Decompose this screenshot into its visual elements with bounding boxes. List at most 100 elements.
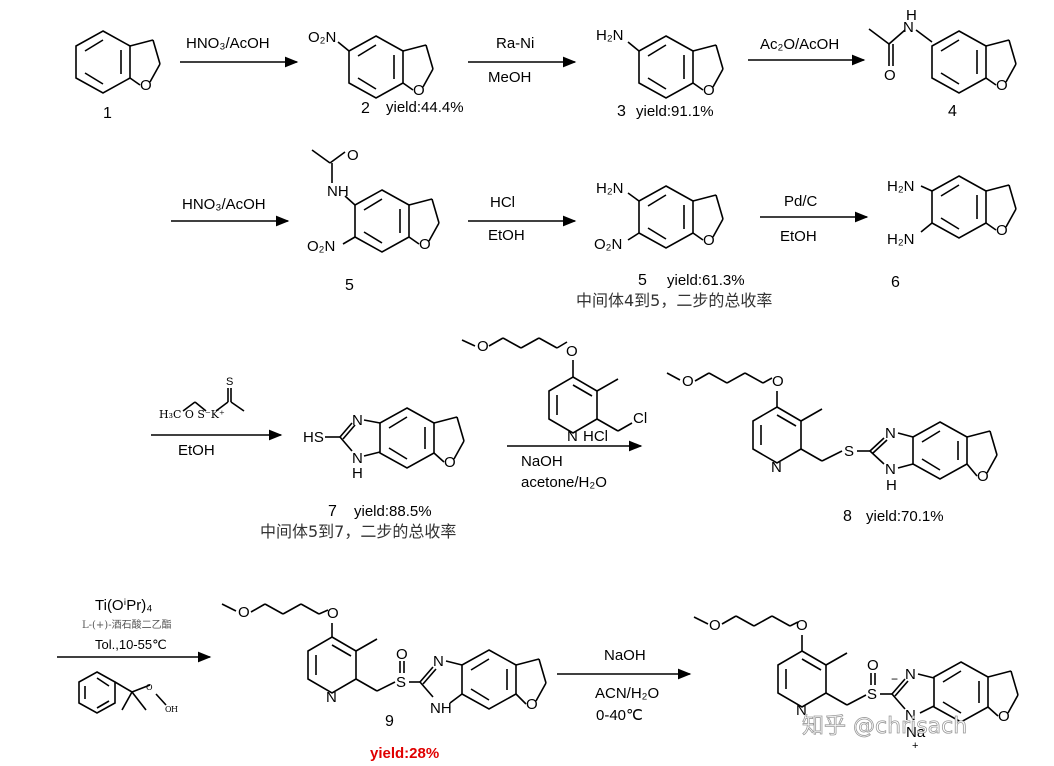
arrow-r4-1-line2: L-(+)-酒石酸二乙酯 <box>82 618 172 631</box>
substituent-nh2: H₂N <box>596 27 624 44</box>
compound-2-structure: O O₂N <box>308 29 434 99</box>
arrow-r2-1-top: HNO₃/AcOH <box>182 196 266 213</box>
atom-s: S <box>226 376 233 388</box>
atom-o: O <box>140 77 152 94</box>
atom-o: O <box>347 147 359 164</box>
atom-o: O <box>772 373 784 390</box>
substituent-no2: O₂N <box>307 238 335 255</box>
arrow-r4-2-bottom1: ACN/H₂O <box>595 685 659 702</box>
arrow-r4-2-top: NaOH <box>604 647 646 664</box>
substituent-nh2: H₂N <box>887 178 915 195</box>
atom-h: H <box>906 7 917 24</box>
substituent-nh2: H₂N <box>596 180 624 197</box>
substituent-nh2: H₂N <box>887 231 915 248</box>
atom-o: O <box>165 705 172 714</box>
atom-o: O <box>703 232 715 249</box>
compound-1-structure: O <box>75 30 161 94</box>
arrow-r1-2-top: Ra-Ni <box>496 35 534 52</box>
atom-n: N <box>433 653 444 670</box>
atom-n: N <box>905 666 916 683</box>
compound-5b-structure: O H₂N O₂N <box>594 180 724 253</box>
atom-h: H <box>886 477 897 494</box>
compound-5b-yield: yield:61.3% <box>667 272 745 289</box>
atom-o: O <box>703 82 715 99</box>
compound-6-structure: O H₂N H₂N <box>887 175 1017 248</box>
compound-6-number: 6 <box>891 274 900 291</box>
arrow-r1-1-top: HNO₃/AcOH <box>186 35 270 52</box>
compound-9-number: 9 <box>385 713 394 730</box>
atom-n: N <box>771 459 782 476</box>
atom-o: O <box>996 77 1008 94</box>
compound-2-number: 2 <box>361 100 370 117</box>
compound-3-number: 3 <box>617 103 626 120</box>
substituent-no2: O₂N <box>594 236 622 253</box>
final-product-structure: O O N S O − N N Na + <box>693 615 1019 752</box>
compound-4-structure: O N H O <box>868 7 1017 94</box>
atom-h: H <box>352 465 363 482</box>
atom-o: O <box>238 604 250 621</box>
atom-n: N <box>352 412 363 429</box>
arrow-r2-2-bottom: EtOH <box>488 227 525 244</box>
compound-5b-number: 5 <box>638 272 647 289</box>
atom-o: O <box>566 343 578 360</box>
atom-s: S <box>867 686 877 703</box>
atom-cl: Cl <box>633 410 647 427</box>
compound-5a-structure: O NH O O₂N <box>307 147 440 255</box>
arrow-r2-3-top: Pd/C <box>784 193 818 210</box>
charge-minus: − <box>891 672 898 686</box>
reagent-xanthate-label: H₃C O S⁻K⁺ <box>159 408 225 421</box>
atom-n: N <box>903 19 914 36</box>
atom-h: H <box>171 705 178 714</box>
substituent-no2: O₂N <box>308 29 336 46</box>
atom-o: O <box>444 454 456 471</box>
arrow-r1-3-top: Ac₂O/AcOH <box>760 36 839 53</box>
atom-o: O <box>327 605 339 622</box>
cumene-hydroperoxide-structure: O O H <box>78 671 178 714</box>
arrow-r2-3-bottom: EtOH <box>780 228 817 245</box>
atom-n: N <box>352 450 363 467</box>
compound-7-yield: yield:88.5% <box>354 503 432 520</box>
compound-8-structure: O O N S N N H O <box>666 372 998 494</box>
atom-n: N <box>905 707 916 724</box>
compound-2-yield: yield:44.4% <box>386 99 464 116</box>
atom-o: O <box>146 683 153 692</box>
compound-1-number: 1 <box>103 105 112 122</box>
compound-7-note: 中间体5到7，二步的总收率 <box>260 522 456 541</box>
arrow-r4-2-bottom2: 0-40℃ <box>596 707 643 724</box>
compound-3-structure: O H₂N <box>596 27 724 99</box>
arrow-r4-1-line1: Ti(OⁱPr)₄ <box>95 597 152 614</box>
arrow-r3-2-bottom2: acetone/H₂O <box>521 474 607 491</box>
atom-n: N <box>885 461 896 478</box>
atom-n: N <box>796 702 807 719</box>
reagent-hcl-salt: HCl <box>583 428 608 445</box>
compound-8-number: 8 <box>843 508 852 525</box>
atom-o: O <box>709 617 721 634</box>
compound-9-yield: yield:28% <box>370 745 439 762</box>
compound-8-yield: yield:70.1% <box>866 508 944 525</box>
compound-9-structure: O O N S O N NH O <box>221 603 547 717</box>
atom-o: O <box>977 468 989 485</box>
atom-o: O <box>419 236 431 253</box>
compound-3-yield: yield:91.1% <box>636 103 714 120</box>
atom-n: N <box>885 425 896 442</box>
arrow-r2-2-top: HCl <box>490 194 515 211</box>
atom-o: O <box>884 67 896 84</box>
atom-o: O <box>396 646 408 663</box>
atom-o: O <box>867 657 879 674</box>
atom-nh: NH <box>327 183 349 200</box>
pyridine-reagent-structure: O O Cl N <box>461 337 647 445</box>
compound-4-number: 4 <box>948 103 957 120</box>
watermark: 知乎 @chrisach <box>802 714 967 739</box>
compound-5b-note: 中间体4到5，二步的总收率 <box>576 291 772 310</box>
arrow-r4-1-line3: Tol.,10-55℃ <box>95 637 167 652</box>
atom-o: O <box>413 82 425 99</box>
atom-sh: HS <box>303 429 324 446</box>
compound-7-number: 7 <box>328 503 337 520</box>
arrow-r1-2-bottom: MeOH <box>488 69 531 86</box>
atom-o: O <box>796 617 808 634</box>
compound-7-structure: HS N N H O <box>303 407 465 482</box>
atom-s: S <box>844 443 854 460</box>
atom-o: O <box>477 338 489 355</box>
atom-o: O <box>996 222 1008 239</box>
charge-plus: + <box>912 740 918 752</box>
